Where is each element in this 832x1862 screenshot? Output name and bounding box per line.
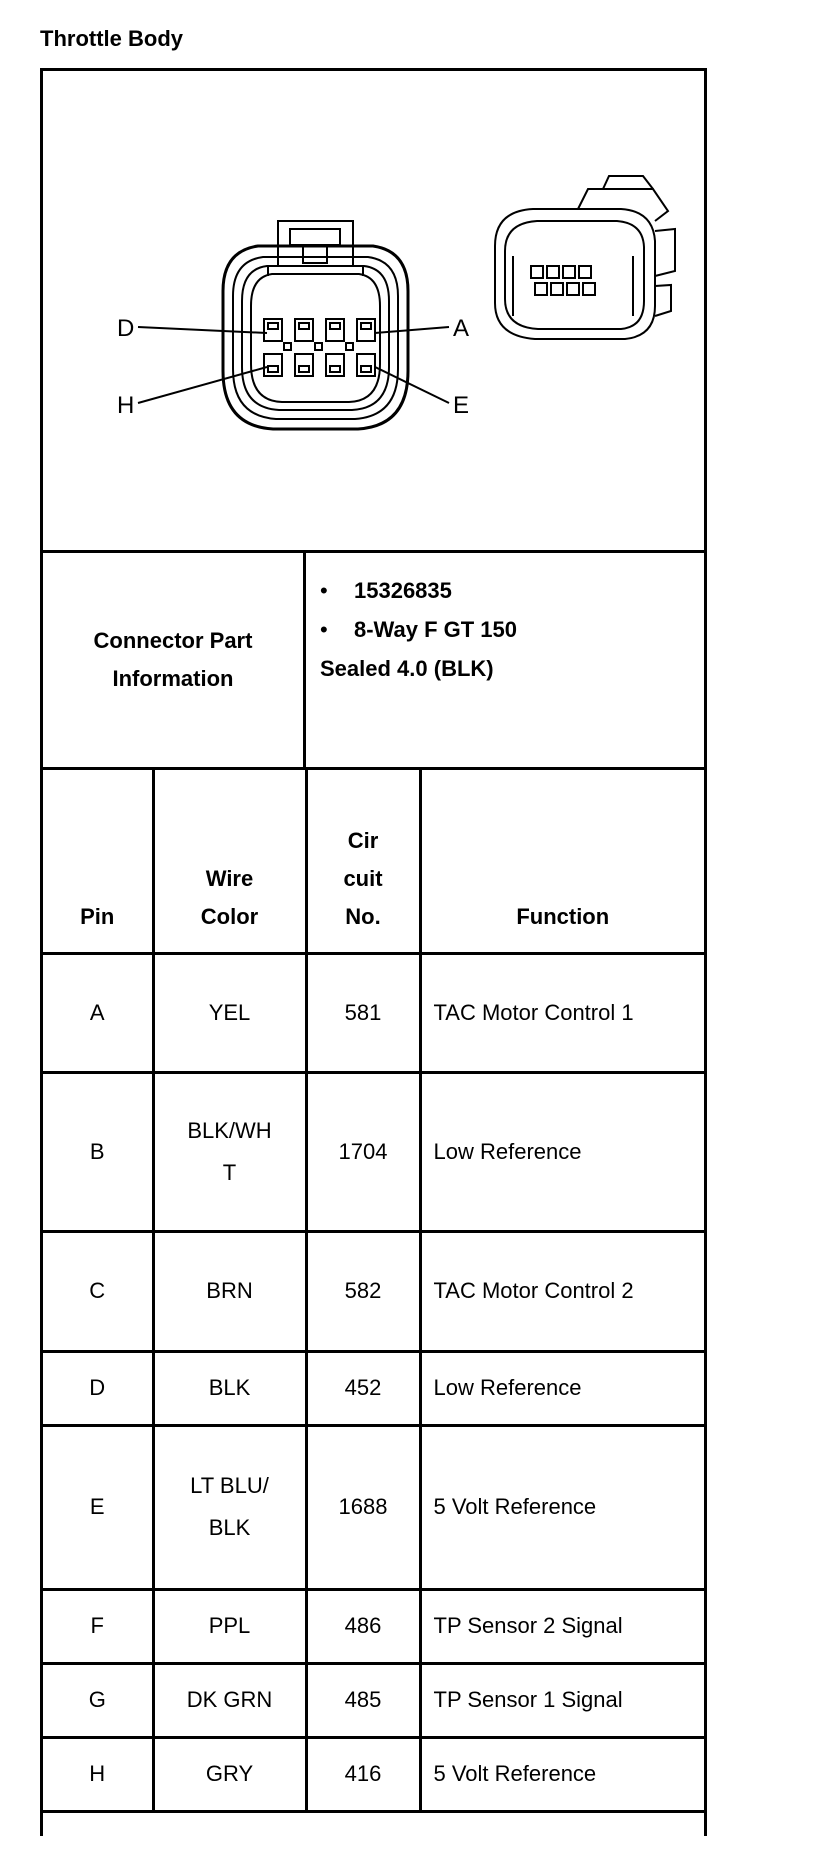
function-cell: TP Sensor 2 Signal <box>418 1589 704 1665</box>
circuit-cell: 416 <box>304 1737 420 1813</box>
table-row: D BLK 452 Low Reference <box>43 1351 704 1427</box>
connector-face-diagram: D A H E <box>117 175 676 431</box>
header-circuit: Cir cuit No. <box>304 770 420 955</box>
wire-color-cell: BRN <box>151 1231 306 1353</box>
wire-color-text: LT BLU/BLK <box>190 1473 269 1540</box>
wire-color-text: BLK/WHT <box>187 1117 272 1185</box>
wire-color-cell: DK GRN <box>151 1663 306 1739</box>
connector-type: 8-Way F GT 150 <box>320 610 690 649</box>
wire-color-cell: GRY <box>151 1737 306 1813</box>
function-cell: 5 Volt Reference <box>418 1425 704 1591</box>
connector-sheet: D A H E Connector Part Information 15326… <box>40 68 707 1836</box>
wire-color-cell: PPL <box>151 1589 306 1665</box>
pin-label-d: D <box>117 315 134 342</box>
pin-cell: A <box>43 953 153 1074</box>
table-row: C BRN 582 TAC Motor Control 2 <box>43 1231 704 1353</box>
circuit-cell: 581 <box>304 953 420 1074</box>
connector-part-info: Connector Part Information 15326835 8-Wa… <box>43 553 704 770</box>
function-cell: 5 Volt Reference <box>418 1737 704 1813</box>
circuit-cell: 486 <box>304 1589 420 1665</box>
pin-cell: F <box>43 1589 153 1665</box>
pin-table: Pin Wire Color Cir cuit No. Function A Y… <box>43 770 704 1813</box>
connector-part-info-label: Connector Part Information <box>43 553 306 767</box>
pin-label-a: A <box>453 315 469 342</box>
connector-figure: D A H E <box>43 71 704 553</box>
circuit-cell: 582 <box>304 1231 420 1353</box>
pin-cell: D <box>43 1351 153 1427</box>
connector-part-details: 15326835 8-Way F GT 150 Sealed 4.0 (BLK) <box>306 553 704 767</box>
table-row: B BLK/WHT 1704 Low Reference <box>43 1072 704 1233</box>
wire-color-cell: BLK <box>151 1351 306 1427</box>
page-title: Throttle Body <box>40 26 183 51</box>
function-text: TAC Motor Control 2 <box>433 1278 634 1303</box>
function-cell: TAC Motor Control 2 <box>418 1231 704 1353</box>
circuit-cell: 485 <box>304 1663 420 1739</box>
table-row: A YEL 581 TAC Motor Control 1 <box>43 953 704 1074</box>
function-cell: TAC Motor Control 1 <box>418 953 704 1074</box>
connector-description: Sealed 4.0 (BLK) <box>320 656 494 681</box>
pin-table-header: Pin Wire Color Cir cuit No. Function <box>43 770 704 955</box>
header-pin: Pin <box>43 770 153 955</box>
pin-cell: H <box>43 1737 153 1813</box>
pin-cell: G <box>43 1663 153 1739</box>
function-text: TAC Motor Control 1 <box>433 999 634 1025</box>
function-cell: Low Reference <box>418 1072 704 1233</box>
header-function: Function <box>418 770 704 955</box>
part-number: 15326835 <box>320 571 690 610</box>
circuit-cell: 452 <box>304 1351 420 1427</box>
pin-cell: C <box>43 1231 153 1353</box>
table-row: G DK GRN 485 TP Sensor 1 Signal <box>43 1663 704 1739</box>
wire-color-cell: BLK/WHT <box>151 1072 306 1233</box>
table-row: E LT BLU/BLK 1688 5 Volt Reference <box>43 1425 704 1591</box>
pin-label-e: E <box>453 392 469 419</box>
function-cell: Low Reference <box>418 1351 704 1427</box>
pin-label-h: H <box>117 392 134 419</box>
wire-color-cell: YEL <box>151 953 306 1074</box>
pin-cell: E <box>43 1425 153 1591</box>
circuit-cell: 1704 <box>304 1072 420 1233</box>
table-row: H GRY 416 5 Volt Reference <box>43 1737 704 1813</box>
wire-color-cell: LT BLU/BLK <box>151 1425 306 1591</box>
circuit-cell: 1688 <box>304 1425 420 1591</box>
pin-cell: B <box>43 1072 153 1233</box>
table-row: F PPL 486 TP Sensor 2 Signal <box>43 1589 704 1665</box>
function-cell: TP Sensor 1 Signal <box>418 1663 704 1739</box>
header-wire-color: Wire Color <box>151 770 306 955</box>
